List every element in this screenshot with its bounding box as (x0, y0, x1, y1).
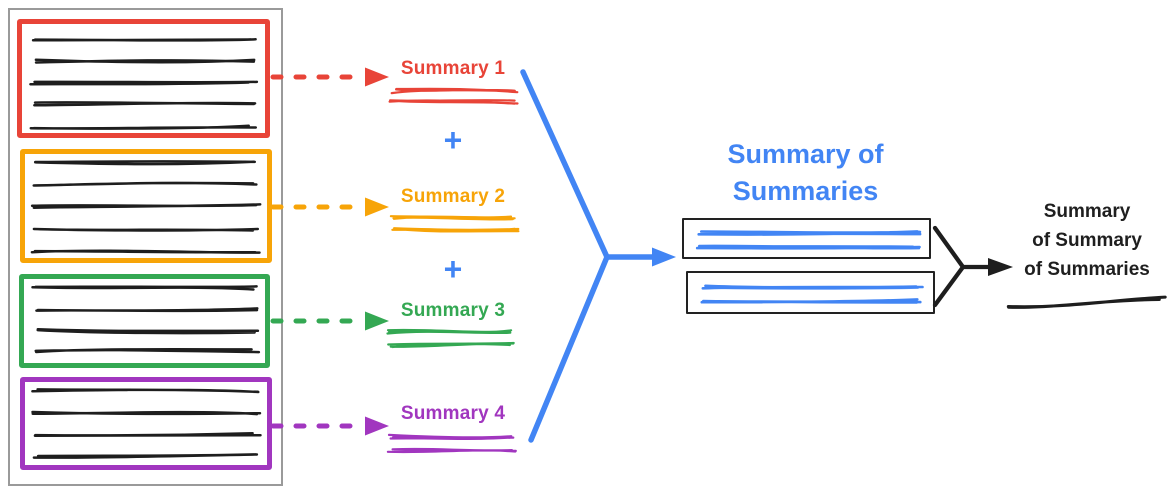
summary-of-summaries-title: Summary of Summaries (727, 139, 884, 206)
document-chunk-3 (19, 274, 270, 368)
chunk-4-to-summary-arrow (270, 416, 389, 436)
chunk-3-to-summary-arrow (270, 311, 389, 331)
chunk-1-to-summary-arrow (270, 67, 389, 87)
document-chunk-2 (20, 149, 272, 263)
summary-2-scribbles (389, 215, 520, 233)
plus-icon: + (443, 251, 463, 287)
document-chunk-4 (20, 377, 272, 470)
summary-1-scribbles (388, 87, 519, 105)
summary-3-scribbles (386, 328, 515, 349)
final-summary-title: Summary of Summary of Summaries (1002, 197, 1170, 284)
final-summary-title-line: of Summary (1032, 230, 1142, 251)
summary-4-label: Summary 4 (400, 403, 506, 424)
document-chunk-1 (17, 19, 270, 138)
summary-2-label: Summary 2 (400, 186, 506, 207)
summary-of-summaries-chunk-1 (682, 218, 931, 259)
summary-4-scribbles (386, 433, 517, 454)
summary-of-summaries-chunk-2 (686, 271, 935, 314)
chunk-2-to-summary-arrow (270, 197, 389, 217)
final-summary-scribble (1006, 295, 1167, 309)
final-summary-title-line: of Summaries (1024, 259, 1150, 280)
summary-1-label: Summary 1 (400, 58, 506, 79)
final-summary-title-line: Summary (1043, 201, 1131, 222)
plus-icon: + (443, 122, 463, 158)
summaries-merge-arrow (520, 69, 676, 443)
summary-3-label: Summary 3 (400, 300, 506, 321)
